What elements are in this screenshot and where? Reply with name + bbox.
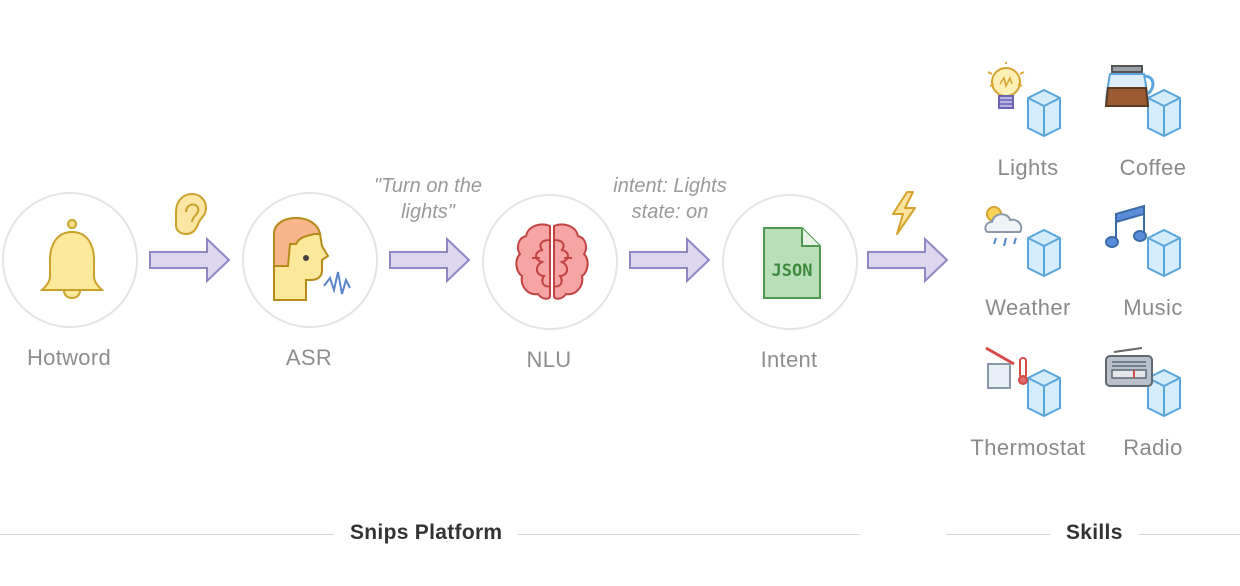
- asr-label: ASR: [285, 345, 333, 370]
- intent-label: Intent: [760, 347, 818, 372]
- ear-icon: [175, 192, 208, 236]
- radio-skill-icon: [1105, 347, 1181, 418]
- coffee-skill-icon: [1104, 65, 1181, 138]
- brain-icon: [515, 223, 589, 300]
- nlu-output-text: intent: Lights state: on: [613, 175, 727, 223]
- asr-output-text: "Turn on the lights": [374, 175, 482, 223]
- weather-skill-icon: [984, 206, 1061, 278]
- json-file-icon: JSON: [763, 227, 821, 299]
- skill-lights-label: Lights: [997, 155, 1059, 180]
- nlu-node: [482, 194, 618, 330]
- skill-weather-label: Weather: [985, 295, 1071, 320]
- speaking-head-icon: [273, 216, 351, 301]
- thermostat-skill-icon: [985, 346, 1061, 418]
- hotword-label: Hotword: [26, 345, 112, 370]
- asr-node: [242, 192, 378, 328]
- arrow-hotword-to-asr: [149, 237, 231, 283]
- skill-music-label: Music: [1123, 295, 1183, 320]
- skill-thermostat-label: Thermostat: [970, 435, 1086, 460]
- bell-icon: [39, 219, 105, 299]
- hotword-node: [2, 192, 138, 328]
- skill-coffee-label: Coffee: [1119, 155, 1187, 180]
- arrow-intent-to-skills: [867, 237, 949, 283]
- music-skill-icon: [1105, 204, 1181, 278]
- lights-skill-icon: [987, 62, 1061, 138]
- lightning-icon: [892, 191, 916, 235]
- arrow-nlu-to-intent: [629, 237, 711, 283]
- json-file-text: JSON: [772, 261, 813, 281]
- arrow-asr-to-nlu: [389, 237, 471, 283]
- snips-platform-title: Snips Platform: [334, 521, 519, 545]
- skill-radio-label: Radio: [1123, 435, 1183, 460]
- skills-title: Skills: [1050, 521, 1139, 545]
- intent-node: JSON: [722, 194, 858, 330]
- nlu-label: NLU: [526, 347, 572, 372]
